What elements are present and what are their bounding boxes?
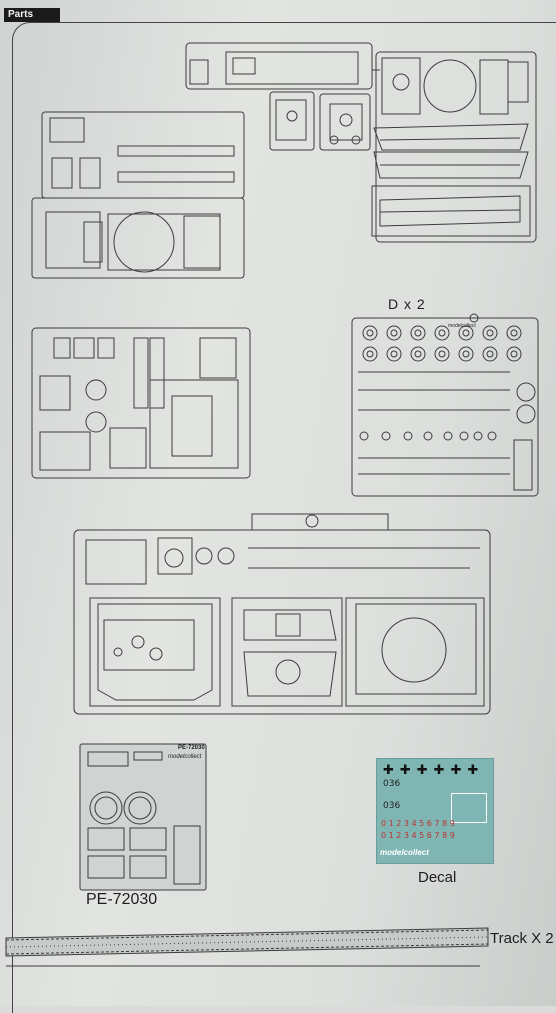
road-wheels-row-1 [362, 325, 522, 341]
decal-brand: modelcollect [380, 848, 429, 857]
decal-white-block [451, 793, 487, 823]
track-label: Track X 2 [490, 930, 554, 947]
sprue-middle-left [31, 327, 251, 479]
decal-code-a: 036 [383, 779, 401, 789]
decal-sheet: ✚✚✚✚✚✚ 036 036 0 1 2 3 4 5 6 7 8 9 0 1 2… [376, 758, 494, 864]
decal-digits-red-2: 0 1 2 3 4 5 6 7 8 9 [381, 831, 455, 840]
track-link-strip [5, 927, 489, 967]
decal-crosses-row: ✚✚✚✚✚✚ [383, 763, 485, 778]
road-wheels-row-2 [362, 346, 522, 362]
photo-etch-sheet [79, 743, 207, 891]
sprue-d [351, 313, 539, 497]
pe-sheet-code: PE-72030 [178, 745, 205, 751]
sprue-d-label: D x 2 [388, 296, 426, 312]
decal-digits-red: 0 1 2 3 4 5 6 7 8 9 [381, 819, 455, 828]
sprue-d-brand: modelcollect [448, 323, 476, 329]
decal-label: Decal [418, 869, 457, 886]
sprue-hull-lower [73, 513, 491, 715]
sprue-left-upper [31, 111, 245, 279]
section-tab-parts: Parts [4, 8, 60, 22]
sprue-hull-upper [185, 42, 537, 243]
pe-label: PE-72030 [86, 891, 158, 908]
pe-sheet-brand: modelcollect [168, 754, 202, 760]
decal-code-b: 036 [383, 801, 401, 811]
page-frame [12, 22, 556, 1013]
